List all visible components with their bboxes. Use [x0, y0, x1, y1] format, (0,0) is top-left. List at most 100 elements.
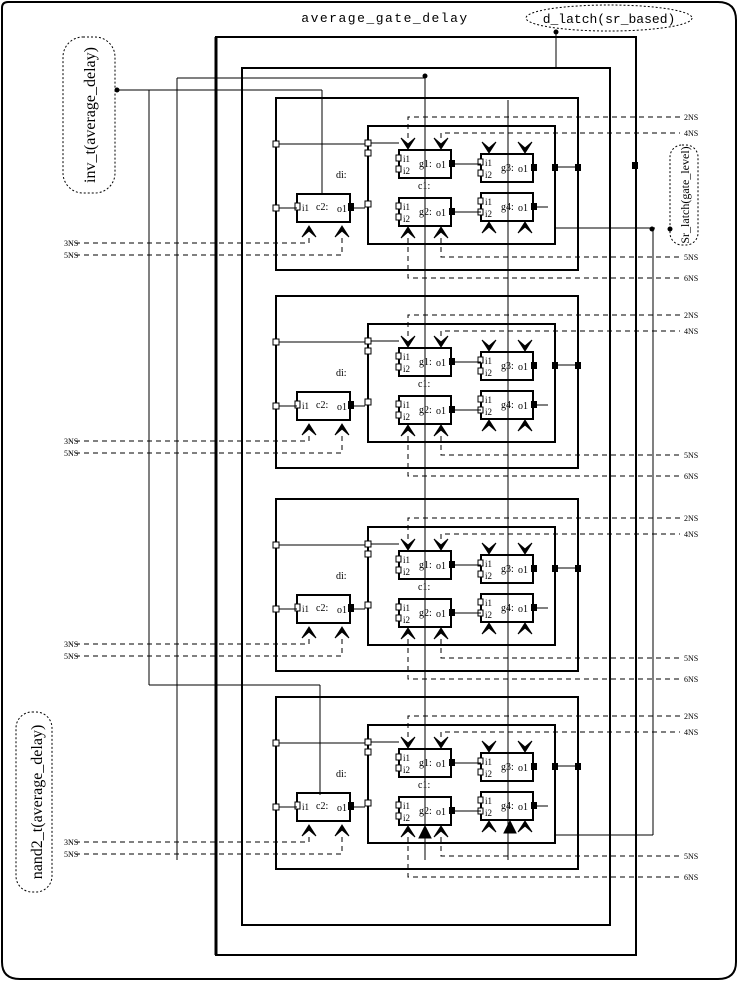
port-o1[interactable]	[449, 358, 455, 365]
port-i1[interactable]	[477, 395, 484, 403]
di-frame[interactable]	[275, 498, 579, 672]
di-frame[interactable]	[275, 97, 579, 271]
port-i2[interactable]	[477, 570, 484, 578]
di-out-port[interactable]	[575, 362, 581, 369]
d-latch-module-bubble[interactable]	[525, 4, 693, 32]
nand2-module-bubble[interactable]	[15, 711, 53, 893]
port-i1[interactable]	[477, 197, 484, 205]
port-i2[interactable]	[395, 213, 402, 221]
inv-module-bubble[interactable]	[62, 36, 116, 194]
c1-port[interactable]	[364, 337, 372, 345]
port-i2[interactable]	[477, 169, 484, 177]
c1-port[interactable]	[364, 540, 372, 548]
c1-port[interactable]	[364, 601, 372, 609]
di-port[interactable]	[272, 338, 280, 346]
port-i2[interactable]	[395, 411, 402, 419]
di-frame[interactable]	[275, 295, 579, 469]
c1-out-port[interactable]	[552, 362, 558, 369]
sr-latch-module-bubble[interactable]	[669, 144, 699, 246]
port-i1[interactable]	[294, 801, 301, 810]
port-o1[interactable]	[348, 203, 354, 211]
port-o1[interactable]	[449, 561, 455, 568]
di-out-port[interactable]	[575, 763, 581, 770]
c1-port[interactable]	[364, 748, 372, 756]
di-port[interactable]	[272, 204, 280, 212]
port-i2[interactable]	[477, 768, 484, 776]
port-i1[interactable]	[294, 400, 301, 409]
di-port[interactable]	[272, 605, 280, 613]
port-o1[interactable]	[531, 604, 537, 611]
port-i1[interactable]	[395, 352, 402, 360]
c1-port[interactable]	[364, 200, 372, 208]
di-out-port[interactable]	[575, 164, 581, 171]
port-i1[interactable]	[294, 603, 301, 612]
port-i1[interactable]	[477, 356, 484, 364]
port-o1[interactable]	[531, 362, 537, 369]
port-o1[interactable]	[531, 763, 537, 770]
c1-port[interactable]	[364, 550, 372, 558]
c1-frame[interactable]	[367, 323, 556, 443]
c1-out-port[interactable]	[552, 763, 558, 770]
port-i1[interactable]	[477, 757, 484, 765]
di-port[interactable]	[272, 402, 280, 410]
di-out-port[interactable]	[575, 565, 581, 572]
port-o1[interactable]	[531, 802, 537, 809]
port-o1[interactable]	[449, 208, 455, 215]
port-o1[interactable]	[449, 160, 455, 167]
port-o1[interactable]	[449, 406, 455, 413]
port-i1[interactable]	[395, 753, 402, 761]
c1-port[interactable]	[364, 139, 372, 147]
c1-port[interactable]	[364, 799, 372, 807]
port-o1[interactable]	[348, 802, 354, 810]
c1-port[interactable]	[364, 738, 372, 746]
port-i1[interactable]	[294, 202, 301, 211]
port-i2[interactable]	[395, 363, 402, 371]
c1-port[interactable]	[364, 149, 372, 157]
port-i1[interactable]	[395, 603, 402, 611]
c1-out-port[interactable]	[552, 164, 558, 171]
port-o1[interactable]	[449, 759, 455, 766]
port-o1[interactable]	[531, 203, 537, 210]
port-o1[interactable]	[531, 401, 537, 408]
di-port[interactable]	[272, 140, 280, 148]
port-i2[interactable]	[477, 367, 484, 375]
c1-out-port[interactable]	[552, 565, 558, 572]
frame-port[interactable]	[632, 162, 638, 169]
port-o1[interactable]	[531, 164, 537, 171]
port-o1[interactable]	[449, 807, 455, 814]
di-port[interactable]	[272, 739, 280, 747]
di-port[interactable]	[272, 541, 280, 549]
port-o1[interactable]	[531, 565, 537, 572]
c1-port[interactable]	[364, 347, 372, 355]
port-o1[interactable]	[348, 604, 354, 612]
port-i2[interactable]	[395, 764, 402, 772]
port-i1[interactable]	[395, 400, 402, 408]
c1-frame[interactable]	[367, 526, 556, 646]
port-i1[interactable]	[477, 559, 484, 567]
port-i1[interactable]	[477, 598, 484, 606]
port-i1[interactable]	[395, 154, 402, 162]
port-i2[interactable]	[395, 812, 402, 820]
di-port[interactable]	[272, 803, 280, 811]
port-o1[interactable]	[449, 609, 455, 616]
port-i2[interactable]	[395, 566, 402, 574]
port-i1[interactable]	[395, 801, 402, 809]
c1-port[interactable]	[364, 398, 372, 406]
c1-frame[interactable]	[367, 724, 556, 844]
port-o1[interactable]	[348, 401, 354, 409]
port-i2[interactable]	[395, 165, 402, 173]
port-i1[interactable]	[395, 555, 402, 563]
c1-frame[interactable]	[367, 125, 556, 245]
port-i1[interactable]	[477, 796, 484, 804]
port-i1[interactable]	[395, 202, 402, 210]
port-i2[interactable]	[395, 614, 402, 622]
port-i1[interactable]	[477, 158, 484, 166]
